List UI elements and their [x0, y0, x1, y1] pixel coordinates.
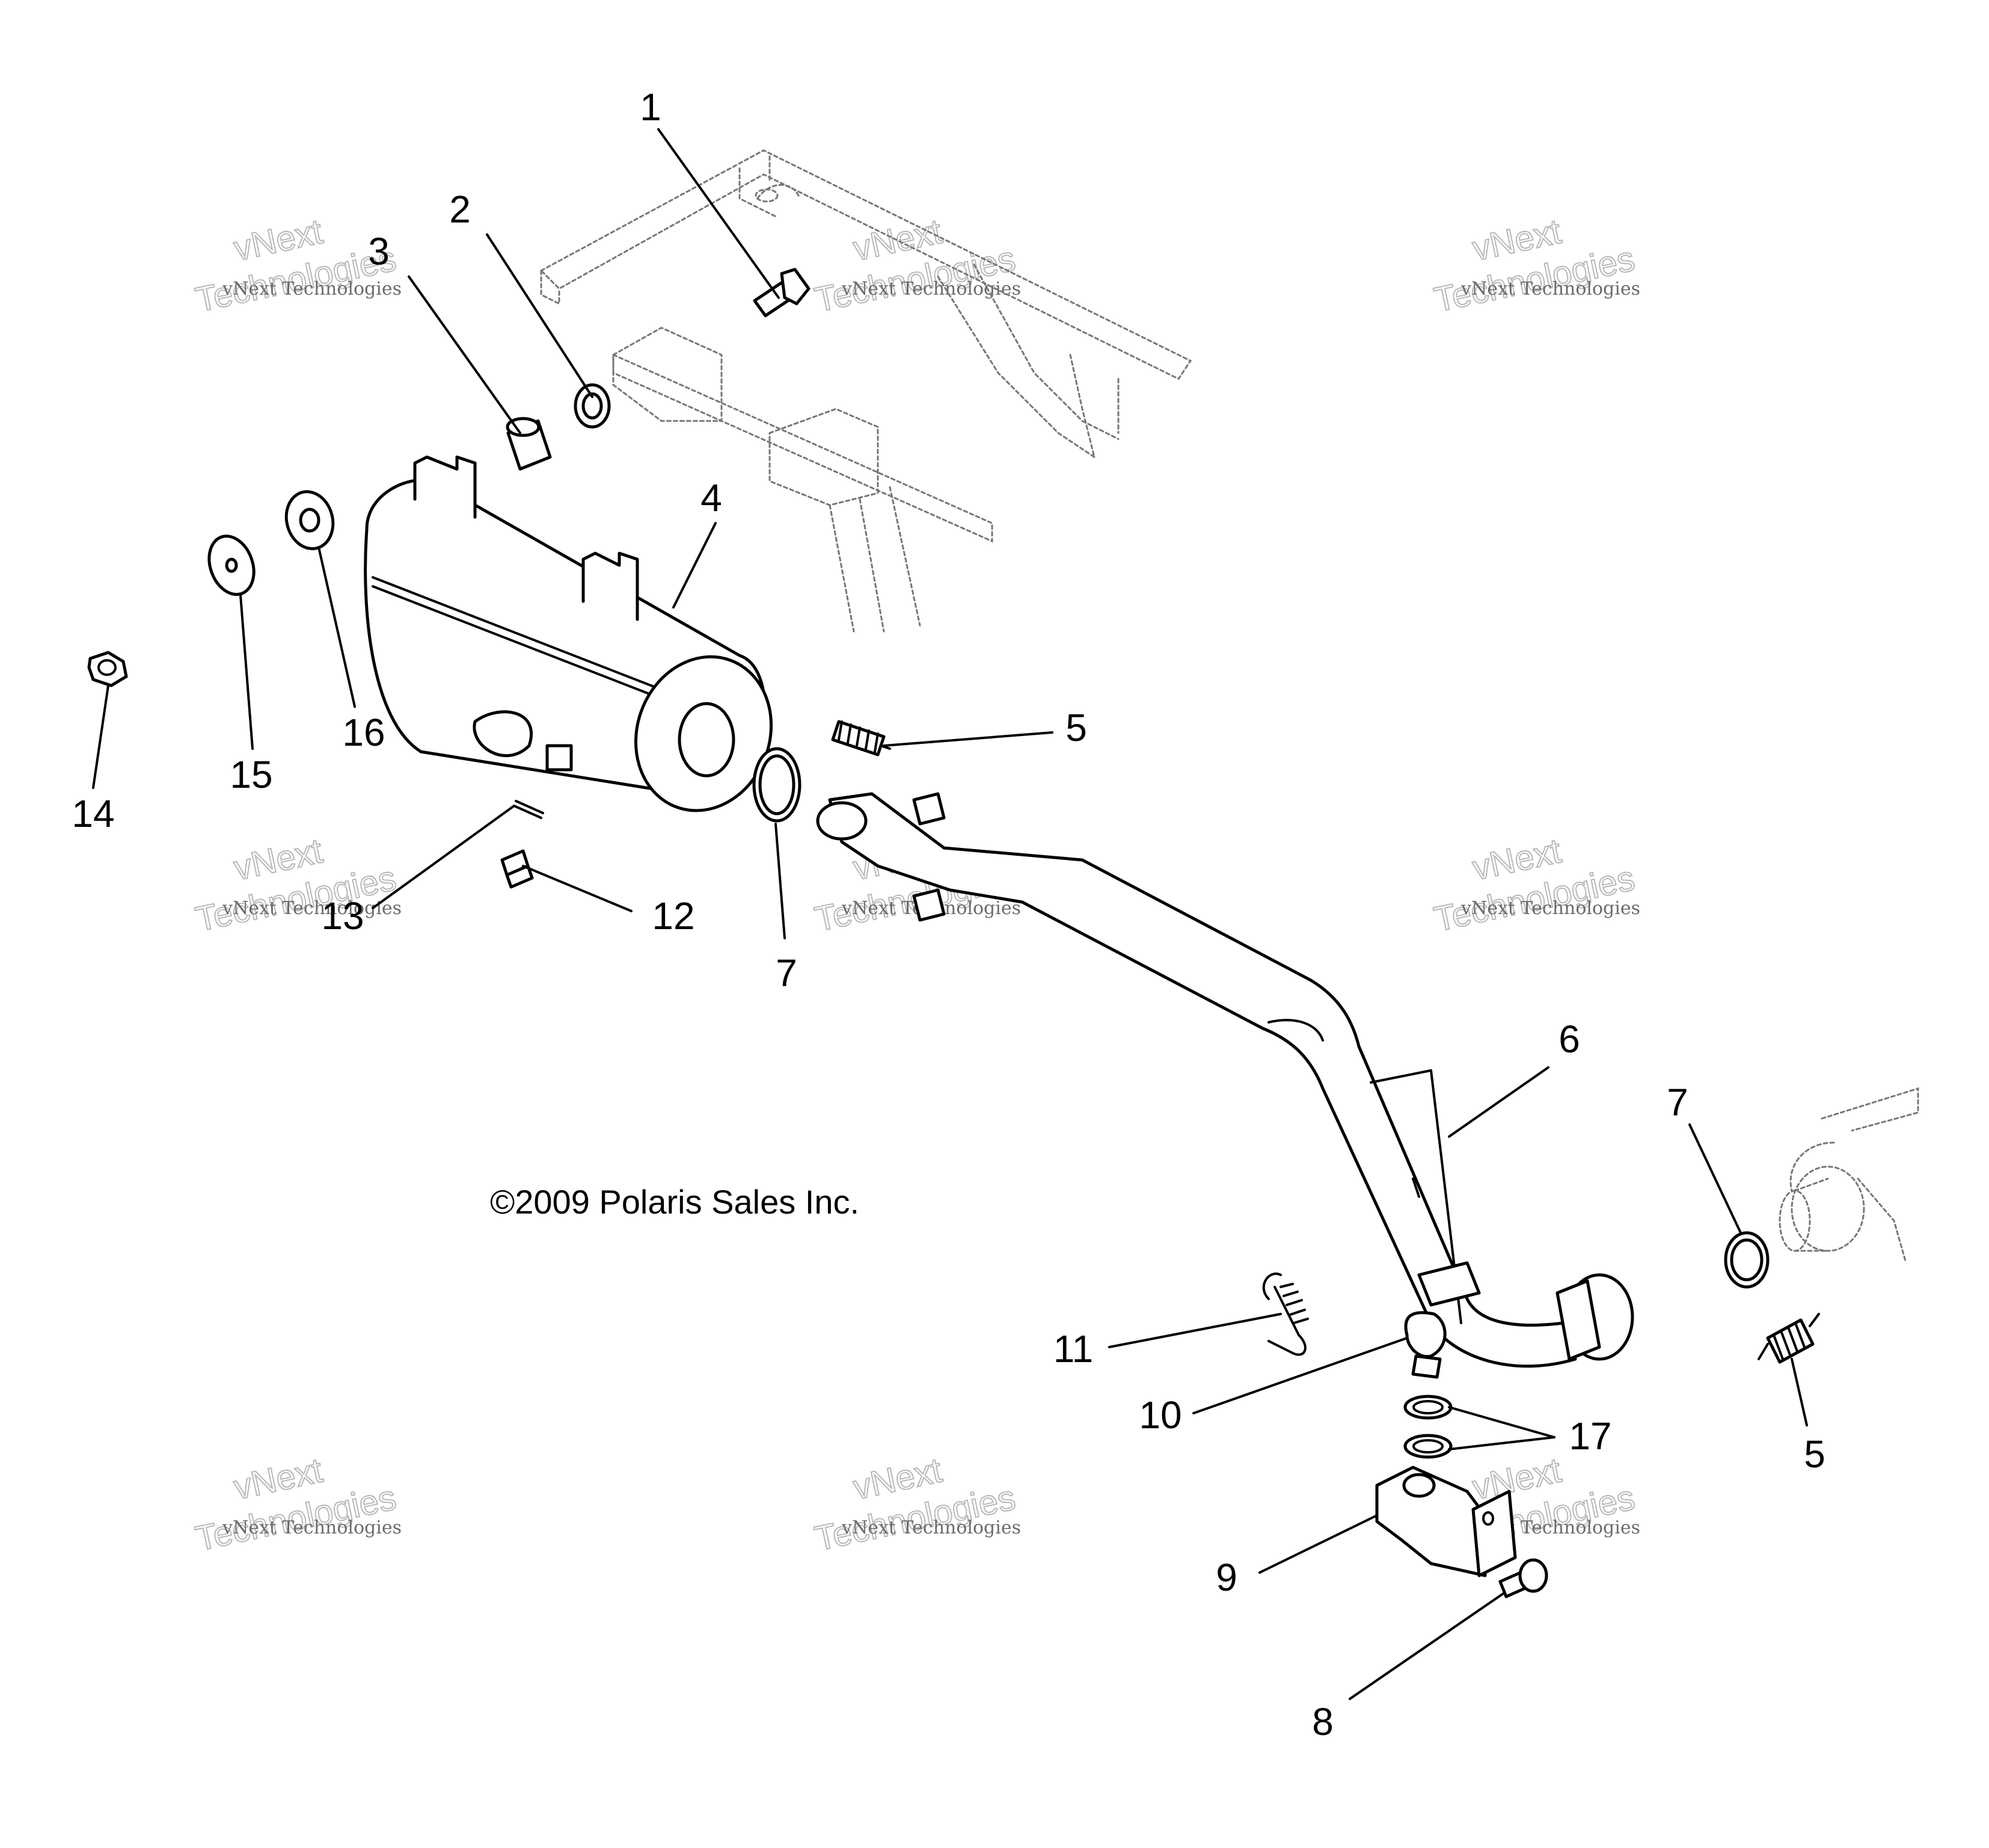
part-gasket — [1724, 1231, 1770, 1289]
watermark-text: vNext Technologies — [841, 1517, 1021, 1538]
callout-14: 14 — [72, 792, 114, 835]
callout-labels: 1 2 3 4 5 5 6 7 7 8 9 10 11 12 13 14 15 … — [72, 85, 1825, 1743]
part-clip — [500, 849, 534, 889]
callout-4: 4 — [700, 476, 722, 520]
leader-line-5b — [1791, 1358, 1808, 1426]
watermark: vNext Technologies — [192, 830, 400, 940]
leader-line-4 — [672, 522, 717, 609]
part-tension-spring — [1262, 1272, 1309, 1356]
part-bushing — [506, 417, 552, 471]
leader-line-11 — [1108, 1313, 1282, 1348]
leader-line-7a — [774, 823, 786, 939]
watermark: vNext Technologies — [1430, 211, 1639, 321]
part-spring — [1758, 1313, 1820, 1364]
callout-15: 15 — [230, 753, 272, 796]
leader-line-5a — [883, 731, 1053, 747]
part-washer-pair — [1403, 1395, 1453, 1459]
callout-5: 5 — [1065, 706, 1087, 749]
engine-port-ghost — [1779, 1087, 1919, 1264]
watermark: vNext Technologies — [811, 211, 1020, 321]
leader-line-1 — [657, 128, 780, 299]
leader-line-14 — [92, 684, 109, 789]
callout-17: 17 — [1569, 1414, 1611, 1458]
frame-ghost-outline — [539, 149, 1192, 633]
callout-13: 13 — [321, 894, 364, 938]
callout-11: 11 — [1053, 1327, 1093, 1371]
part-spring — [831, 720, 891, 757]
watermark-text: vNext Technologies — [841, 278, 1021, 299]
watermark-text: vNext Technologies — [1460, 898, 1640, 919]
part-gasket — [752, 747, 801, 823]
callout-8: 8 — [1312, 1700, 1334, 1743]
callout-7: 7 — [776, 951, 797, 995]
leader-line-8 — [1349, 1592, 1504, 1700]
part-spacer — [284, 490, 335, 550]
leader-lines — [92, 128, 1808, 1700]
leader-line-15 — [239, 594, 254, 750]
leader-line-2 — [486, 233, 593, 398]
callout-12: 12 — [652, 894, 694, 938]
leader-line-13 — [372, 805, 515, 909]
part-head-pipe — [816, 792, 1634, 1368]
watermark: vNext Technologies — [192, 211, 400, 321]
leader-line-16 — [317, 546, 356, 708]
leader-line-17a — [1448, 1406, 1555, 1438]
watermark: vNext Technologies — [192, 1450, 400, 1559]
leader-line-7b — [1688, 1123, 1742, 1234]
leader-line-10 — [1192, 1337, 1408, 1414]
watermark: vNext Technologies — [811, 1450, 1020, 1559]
part-washer — [207, 535, 256, 596]
part-pin — [513, 800, 544, 819]
callout-9: 9 — [1216, 1556, 1237, 1599]
callout-16: 16 — [342, 711, 385, 754]
part-bracket — [1375, 1466, 1517, 1577]
callout-1: 1 — [640, 85, 661, 129]
callout-6: 6 — [1558, 1018, 1580, 1061]
callout-10: 10 — [1139, 1393, 1181, 1437]
watermark: vNext Technologies — [1430, 830, 1639, 940]
leader-line-3 — [408, 275, 521, 434]
callout-5: 5 — [1804, 1432, 1825, 1476]
callout-3: 3 — [368, 230, 390, 273]
watermark-text: vNext Technologies — [1460, 278, 1640, 299]
part-grommet — [574, 383, 611, 429]
callout-2: 2 — [449, 188, 471, 231]
watermark-text: vNext Technologies — [222, 278, 402, 299]
watermark-text: vNext Technologies — [222, 1517, 402, 1538]
part-screw — [1498, 1558, 1548, 1598]
part-muffler — [364, 455, 773, 812]
part-nut — [87, 651, 128, 687]
copyright-text: ©2009 Polaris Sales Inc. — [490, 1183, 859, 1221]
watermark-text: vNext Technologies — [222, 898, 402, 919]
part-plug — [1404, 1311, 1447, 1379]
leader-line-6 — [1448, 1066, 1549, 1138]
leader-line-9 — [1258, 1514, 1378, 1574]
callout-7: 7 — [1667, 1081, 1688, 1124]
leader-line-12 — [522, 865, 633, 912]
leader-line-17b — [1448, 1436, 1555, 1450]
